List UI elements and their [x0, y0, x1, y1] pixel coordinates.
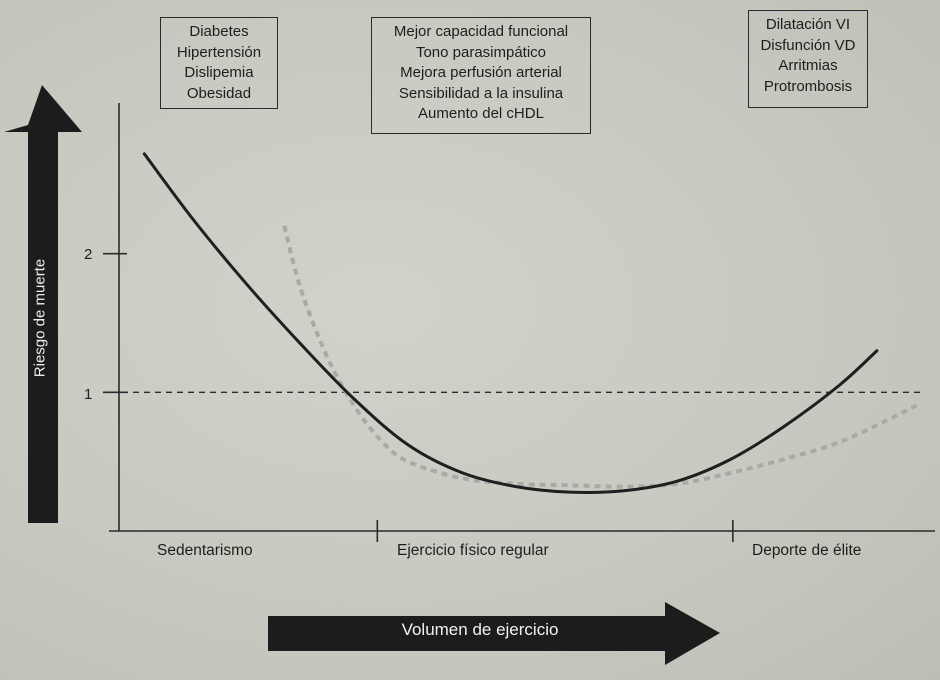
annotation-right-line: Protrombosis	[763, 77, 853, 95]
x-axis-arrow	[268, 602, 720, 665]
elite-risks-box: Dilatación VI Disfunción VD Arritmias Pr…	[748, 10, 868, 108]
series-layer	[142, 152, 921, 495]
y-axis-arrow	[4, 85, 82, 523]
annotation-left-line: Obesidad	[186, 84, 252, 102]
annotation-right-line: Dilatación VI	[765, 16, 851, 33]
x-category-label: Sedentarismo	[157, 542, 253, 559]
x-category-label: Deporte de élite	[752, 542, 862, 559]
y-tick-label: 1	[84, 386, 93, 403]
annotation-left-line: Diabetes	[189, 23, 249, 40]
x-category-label: Ejercicio físico regular	[397, 542, 549, 559]
y-tick-label: 2	[84, 246, 93, 263]
annotation-center-line: Sensibilidad a la insulina	[398, 84, 564, 102]
x-axis-label: Volumen de ejercicio	[401, 620, 559, 639]
annotation-right-line: Arritmias	[778, 57, 838, 74]
series-line-solid	[142, 152, 879, 495]
annotation-center-line: Mejor capacidad funcional	[393, 23, 569, 40]
annotation-right-line: Disfunción VD	[760, 36, 856, 54]
annotation-left-line: Hipertensión	[176, 43, 262, 61]
annotation-center-line: Aumento del cHDL	[418, 105, 544, 122]
risk-factors-box: Diabetes Hipertensión Dislipemia Obesida…	[160, 17, 278, 109]
y-axis-label-text: Riesgo de muerte	[31, 258, 49, 378]
annotation-center-line: Tono parasimpático	[415, 43, 547, 61]
benefits-box: Mejor capacidad funcional Tono parasimpá…	[371, 17, 591, 134]
annotation-left-line: Dislipemia	[184, 64, 254, 81]
axes	[103, 103, 935, 542]
annotation-center-line: Mejora perfusión arterial	[400, 64, 562, 81]
series-line-dotted	[282, 225, 921, 489]
